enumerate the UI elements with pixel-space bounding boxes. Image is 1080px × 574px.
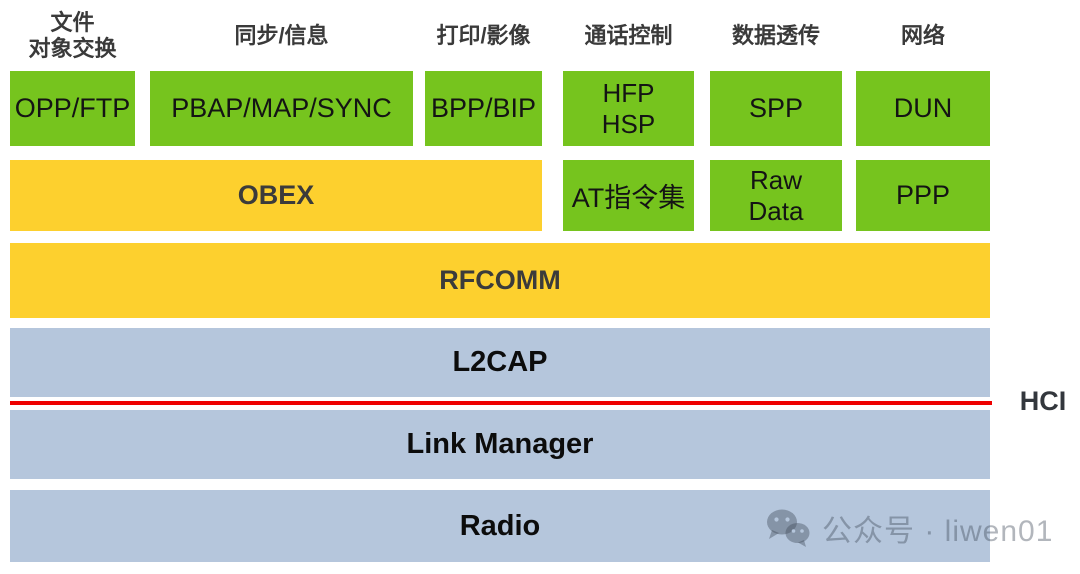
- hci-label: HCI: [1019, 386, 1067, 416]
- column-header-data-passthrough: 数据透传: [710, 8, 842, 64]
- profile-label: SPP: [748, 93, 804, 123]
- header-line: 打印/影像: [436, 23, 531, 48]
- profile-box-dun: DUN: [856, 71, 990, 146]
- layer-label: OBEX: [237, 180, 315, 210]
- header-line: 数据透传: [731, 23, 820, 48]
- layer-label: L2CAP: [452, 346, 548, 378]
- radio-layer-box: Radio: [10, 490, 990, 562]
- profile-box-pbap-map-sync: PBAP/MAP/SYNC: [150, 71, 413, 146]
- column-header-sync-message: 同步/信息: [150, 8, 413, 64]
- layer-label: PPP: [895, 180, 951, 210]
- ppp-box: PPP: [856, 160, 990, 231]
- header-line: 文件: [50, 10, 95, 35]
- layer-label: AT指令集: [571, 183, 686, 213]
- column-header-print-imaging: 打印/影像: [425, 8, 542, 64]
- profile-box-opp-ftp: OPP/FTP: [10, 71, 135, 146]
- profile-label: PBAP/MAP/SYNC: [171, 93, 392, 123]
- profile-label: HFP: [602, 77, 655, 108]
- layer-label: RFCOMM: [439, 265, 561, 295]
- layer-label: Raw: [749, 164, 802, 195]
- layer-label: Link Manager: [406, 428, 594, 460]
- column-header-file-exchange: 文件 对象交换: [10, 8, 135, 64]
- profile-label: HSP: [601, 108, 656, 139]
- profile-label: BPP/BIP: [430, 93, 537, 123]
- header-line: 对象交换: [28, 36, 117, 61]
- rfcomm-layer-box: RFCOMM: [10, 243, 990, 318]
- header-line: 同步/信息: [234, 23, 329, 48]
- profile-label: DUN: [893, 93, 953, 123]
- profile-box-spp: SPP: [710, 71, 842, 146]
- at-command-set-box: AT指令集: [563, 160, 694, 231]
- layer-label: Data: [748, 195, 804, 226]
- l2cap-layer-box: L2CAP: [10, 328, 990, 397]
- column-header-call-control: 通话控制: [563, 8, 694, 64]
- raw-data-box: Raw Data: [710, 160, 842, 231]
- obex-layer-box: OBEX: [10, 160, 542, 231]
- profile-box-bpp-bip: BPP/BIP: [425, 71, 542, 146]
- header-line: 网络: [900, 23, 945, 48]
- profile-label: OPP/FTP: [14, 93, 131, 123]
- link-manager-layer-box: Link Manager: [10, 410, 990, 479]
- column-header-network: 网络: [856, 8, 990, 64]
- layer-label: Radio: [459, 509, 541, 542]
- header-line: 通话控制: [584, 23, 673, 48]
- hci-divider-line: [10, 401, 992, 405]
- profile-box-hfp-hsp: HFP HSP: [563, 71, 694, 146]
